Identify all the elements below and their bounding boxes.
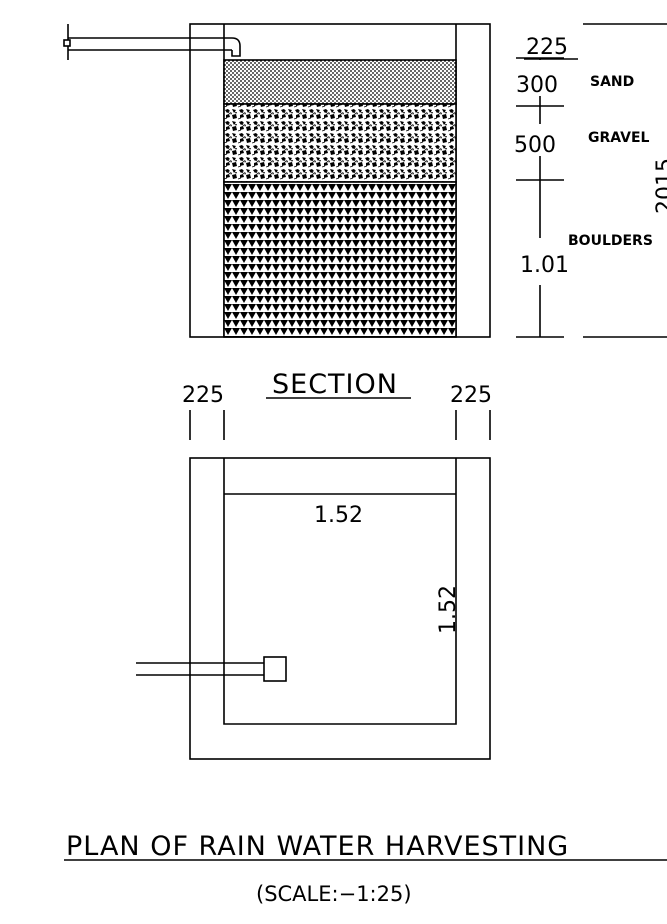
sand-label: SAND [590, 74, 634, 90]
sand-dim: 300 [516, 73, 558, 98]
boulders-label: BOULDERS [568, 233, 653, 249]
plan-scale: (SCALE:−1:25) [256, 882, 412, 906]
boulders-dim: 1.01 [520, 253, 569, 278]
plan-title: PLAN OF RAIN WATER HARVESTING [66, 831, 569, 862]
plan-wall-left-dim: 225 [182, 383, 224, 408]
gravel-label: GRAVEL [588, 130, 650, 146]
section-title: SECTION [272, 369, 398, 400]
gravel-dim: 500 [514, 133, 556, 158]
plan-inner-wall [223, 458, 457, 725]
inlet-pipe [63, 24, 241, 60]
gravel-layer [223, 103, 457, 183]
plan-view [136, 410, 491, 760]
section-view [63, 23, 667, 338]
section-dimension-lines [516, 23, 667, 338]
plan-depth-dim: 1.52 [436, 585, 461, 634]
boulders-layer [223, 181, 457, 338]
plan-inlet-pipe [136, 656, 287, 682]
plan-outer-wall [189, 457, 491, 760]
plan-width-dim: 1.52 [314, 503, 363, 528]
section-top-dim: 225 [526, 35, 568, 60]
section-total-dim: 2015 [653, 158, 667, 214]
plan-wall-right-dim: 225 [450, 383, 492, 408]
sand-layer [223, 59, 457, 105]
